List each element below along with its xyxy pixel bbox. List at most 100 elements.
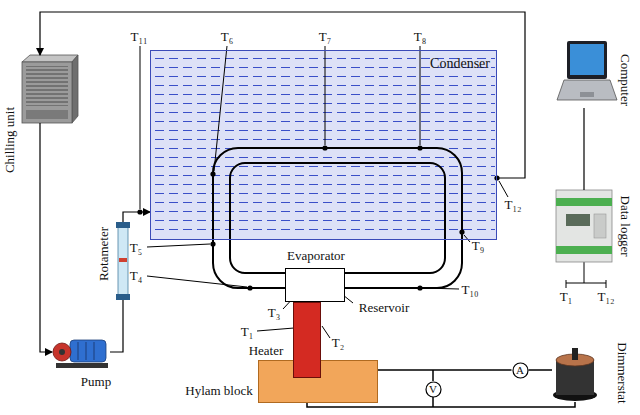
- channel-tick: [606, 280, 607, 288]
- logger-terminals: [594, 214, 606, 238]
- laptop-screen: [567, 41, 607, 79]
- evaporator-box-label: Evaporator: [287, 249, 345, 263]
- leader-line: [499, 181, 508, 197]
- meter-circle: [426, 382, 441, 397]
- ammeter-label: A: [516, 364, 524, 376]
- laptop-touchpad: [580, 92, 594, 97]
- channel-bracket: [566, 283, 606, 284]
- condenser-box-label: Condenser: [430, 56, 490, 71]
- sensor-label: T₁₀: [461, 283, 478, 297]
- meter-circle: [513, 363, 528, 378]
- pump-base: [56, 363, 108, 368]
- chiller-top: [22, 55, 78, 62]
- sensor-label: T₉: [472, 239, 484, 253]
- chiller-front: [22, 62, 72, 123]
- thermocouple-dot: [210, 241, 215, 246]
- voltmeter-label: V: [429, 383, 437, 395]
- thermocouple-dot: [417, 285, 422, 290]
- sensor-label: T₁₁: [130, 30, 147, 44]
- pump: Pump: [52, 337, 110, 368]
- motor-rib: [78, 342, 79, 360]
- voltmeter-wire: [432, 370, 434, 381]
- chiller-side: [72, 55, 78, 123]
- connector-line: [40, 123, 52, 352]
- part-label: Reservoir: [359, 301, 410, 315]
- sensor-label: T₆: [221, 30, 233, 44]
- voltmeter-wire: [432, 397, 434, 407]
- dimmer-knob: [572, 348, 578, 360]
- pump-motor: [70, 340, 106, 362]
- logger-band: [556, 198, 612, 206]
- dimmerstat-label: Dimmerstat: [615, 342, 629, 403]
- rotameter-cap: [116, 222, 130, 228]
- chiller-grille: [26, 66, 68, 106]
- leader-lines: [140, 46, 508, 338]
- leader-line: [257, 328, 294, 331]
- channel-wire: [584, 262, 585, 283]
- chilling-unit: Chilling unit: [22, 55, 78, 123]
- leader-line: [420, 46, 421, 145]
- channel-tick: [566, 280, 567, 288]
- sensor-label: T₅: [130, 241, 142, 255]
- leader-line: [147, 244, 210, 247]
- computer: Computer: [556, 40, 618, 108]
- sensor-label: T₁₂: [504, 198, 521, 212]
- leader-line: [464, 235, 470, 242]
- logger-body: [556, 190, 612, 262]
- condenser-coolant: [152, 52, 495, 238]
- data-logger-label: Data logger: [618, 195, 632, 256]
- heater-block-label: Heater: [249, 344, 284, 358]
- sensor-label: T₂: [332, 336, 344, 350]
- motor-rib: [86, 342, 87, 360]
- rotameter-label: Rotameter: [97, 227, 111, 281]
- ammeter: A: [512, 362, 529, 379]
- rotameter-tube: [118, 226, 128, 296]
- data-logger: Data logger: [556, 190, 612, 262]
- sensor-label: T₈: [414, 30, 426, 44]
- rotameter-float: [119, 258, 127, 262]
- dimmerstat: Dimmerstat: [552, 345, 598, 402]
- leader-line: [147, 276, 247, 287]
- loop-pipe-inner: [230, 163, 445, 273]
- condenser-box: Condenser: [150, 50, 497, 240]
- connector-line: [110, 300, 123, 352]
- connector-line: [40, 12, 525, 178]
- leader-line: [322, 326, 330, 338]
- rotameter-cap: [116, 294, 130, 300]
- logger-band: [556, 246, 612, 254]
- sensor-label: T₇: [319, 30, 331, 44]
- thermocouple-dot: [322, 145, 327, 150]
- thermocouple-dot: [247, 285, 252, 290]
- thermocouple-dot: [459, 229, 464, 234]
- sensor-label: T₁: [560, 290, 572, 304]
- thermocouple-dot: [210, 171, 215, 176]
- leader-line: [140, 46, 141, 209]
- voltmeter: V: [425, 381, 442, 398]
- leader-line: [214, 46, 227, 171]
- sensor-label: T₁₂: [597, 290, 614, 304]
- motor-rib: [94, 342, 95, 360]
- rotameter: Rotameter: [116, 222, 130, 300]
- heater-block: Heater: [293, 302, 321, 378]
- evaporator-box: Evaporator: [285, 268, 345, 302]
- sensor-label: T₃: [268, 306, 280, 320]
- computer-label: Computer: [618, 54, 632, 106]
- sensor-label: T₁: [241, 325, 253, 339]
- leader-line: [325, 46, 326, 145]
- pump-eye: [59, 349, 65, 355]
- leader-line: [423, 288, 459, 289]
- thermocouple-dot: [417, 145, 422, 150]
- chiller-panel: [26, 110, 68, 119]
- pump-head: [53, 343, 71, 361]
- connector-line: [123, 212, 150, 222]
- logger-display: [566, 214, 590, 226]
- pump-label: Pump: [81, 375, 111, 389]
- sensor-label: T₄: [130, 269, 142, 283]
- laptop-display: [570, 44, 604, 75]
- laptop-keyboard: [557, 80, 617, 100]
- connector-line: [529, 369, 553, 371]
- hylam-block-label: Hylam block: [185, 384, 253, 398]
- loop-pipe-outer: [213, 148, 462, 288]
- connector-line: [583, 108, 584, 190]
